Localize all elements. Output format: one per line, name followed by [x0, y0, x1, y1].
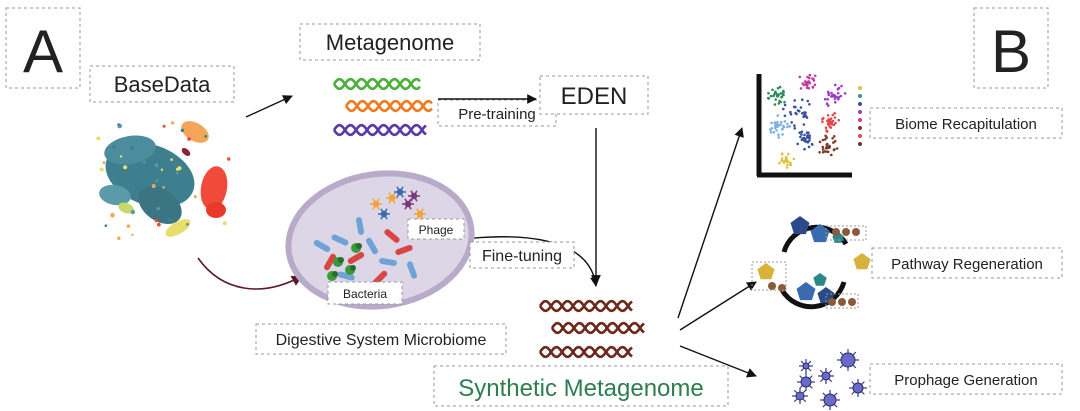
arrow-to-prophage: [679, 345, 757, 378]
svg-text:Fine-tuning: Fine-tuning: [482, 248, 562, 265]
synthetic-label: Synthetic Metagenome: [433, 365, 729, 407]
digestive-label: Digestive System Microbiome: [255, 323, 507, 355]
svg-text:Digestive System Microbiome: Digestive System Microbiome: [276, 332, 487, 349]
arrow-basedata-to-metagenome: [245, 95, 293, 118]
svg-text:Prophage Generation: Prophage Generation: [894, 372, 1037, 389]
cluster-scatter-plot-icon: [756, 73, 862, 178]
svg-text:A: A: [23, 18, 63, 85]
bacteria-label: Bacteria: [327, 281, 403, 305]
svg-text:Pre-training: Pre-training: [458, 106, 536, 123]
svg-text:EDEN: EDEN: [561, 83, 628, 110]
microbe-cells-icon: [313, 186, 426, 286]
svg-text:Pathway Regeneration: Pathway Regeneration: [891, 256, 1043, 273]
arrow-basedata-to-microbiome: [197, 257, 303, 290]
svg-text:Synthetic Metagenome: Synthetic Metagenome: [458, 375, 703, 402]
arrow-to-pathway: [679, 281, 757, 331]
pathway-cycle-icon: [751, 216, 871, 310]
pathway-label: Pathway Regeneration: [871, 247, 1063, 279]
panel-a-label: A: [5, 7, 81, 89]
phage-label: Phage: [407, 218, 465, 240]
pretraining-label: Pre-training: [437, 99, 557, 127]
phage-particles-icon: [792, 349, 867, 410]
panel-b-label: B: [973, 7, 1049, 89]
svg-text:Bacteria: Bacteria: [343, 287, 387, 301]
basedata-label: BaseData: [89, 65, 235, 103]
biome-label: Biome Recapitulation: [869, 107, 1063, 139]
svg-text:Phage: Phage: [419, 223, 454, 237]
svg-text:B: B: [991, 18, 1031, 85]
metagenome-label: Metagenome: [299, 23, 481, 61]
arrow-to-biome: [677, 127, 744, 319]
finetuning-label: Fine-tuning: [469, 241, 575, 269]
prophage-label: Prophage Generation: [869, 363, 1063, 395]
arrow-finetuning: [454, 236, 600, 287]
umap-cluster-icon: [96, 121, 231, 241]
metagenome-dna-icon: [332, 77, 433, 137]
synthetic-dna-icon: [538, 299, 645, 359]
svg-text:Biome Recapitulation: Biome Recapitulation: [895, 116, 1037, 133]
svg-text:Metagenome: Metagenome: [326, 30, 454, 55]
eden-label: EDEN: [539, 75, 649, 115]
svg-text:BaseData: BaseData: [114, 72, 211, 97]
